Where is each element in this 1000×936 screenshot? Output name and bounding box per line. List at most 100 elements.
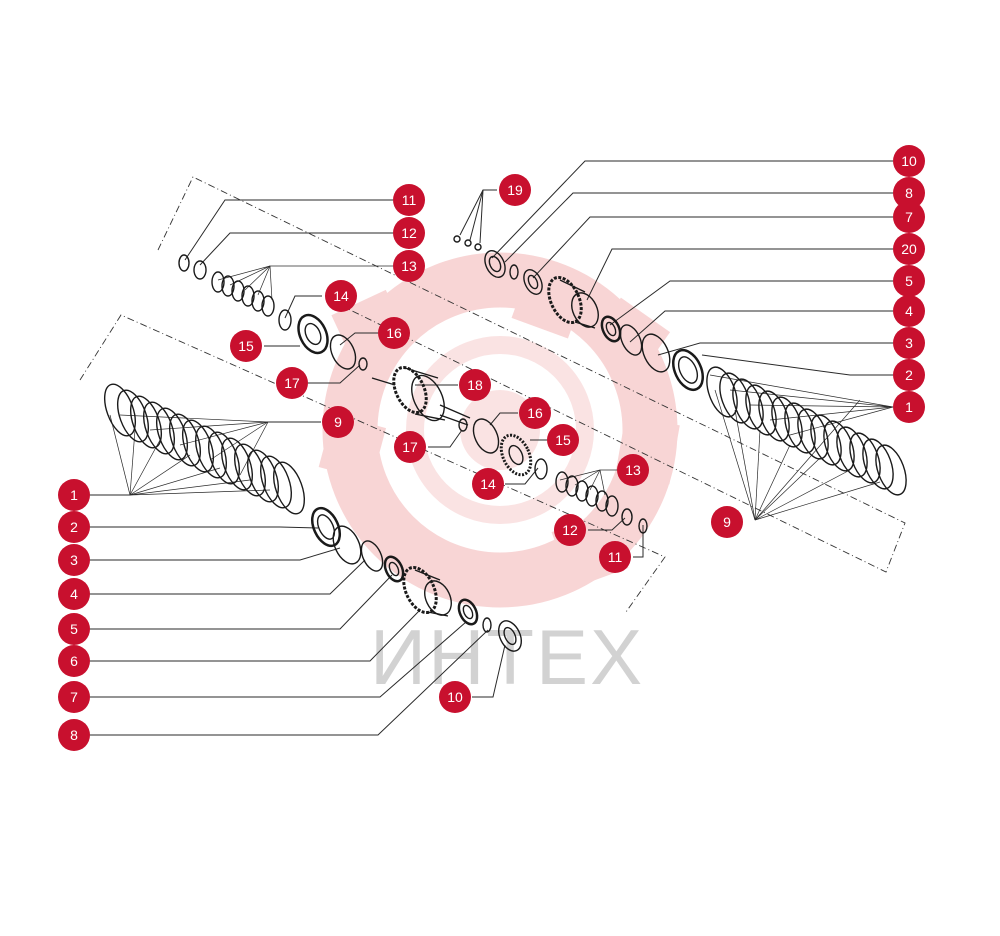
callout-label: 4: [905, 303, 913, 319]
ring-part-17-top: [358, 357, 368, 371]
watermark-text: ИНТЕХ: [370, 613, 644, 701]
callout-c-r20: 20: [893, 233, 925, 265]
callout-c-14a: 14: [325, 280, 357, 312]
callout-badge: [393, 184, 425, 216]
callout-badge: [893, 145, 925, 177]
callout-label: 12: [562, 522, 578, 538]
spring-pack-right: [706, 366, 907, 496]
callout-label: 9: [334, 414, 342, 430]
callout-badge: [893, 391, 925, 423]
callout-c-r1: 1: [893, 391, 925, 423]
callout-badge: [394, 431, 426, 463]
seal-rings-part-13-mid: [555, 471, 619, 517]
bearing-part-10-bottom: [497, 620, 523, 652]
ring-part-8-bottom: [482, 617, 492, 633]
callout-badge: [599, 541, 631, 573]
callout-badge: [439, 681, 471, 713]
gear-part-20: [547, 275, 599, 329]
callout-badge: [547, 424, 579, 456]
callout-c-18: 18: [459, 369, 491, 401]
callout-c-l7: 7: [58, 681, 90, 713]
leader-lines: [90, 160, 894, 736]
callout-badge: [276, 367, 308, 399]
callout-badge: [378, 317, 410, 349]
callout-c-17a: 17: [276, 367, 308, 399]
callout-c-r5: 5: [893, 265, 925, 297]
callout-label: 17: [284, 375, 300, 391]
callout-label: 18: [467, 377, 483, 393]
ring-part-4-top: [619, 324, 643, 356]
ring-part-4-bottom: [360, 540, 384, 572]
callout-badge: [711, 506, 743, 538]
callout-badge: [393, 217, 425, 249]
callout-label: 7: [70, 689, 78, 705]
callout-badge: [893, 177, 925, 209]
spring-pack-left: [103, 383, 306, 515]
callout-c-16b: 16: [519, 397, 551, 429]
callout-label: 8: [70, 727, 78, 743]
callout-c-12a: 12: [393, 217, 425, 249]
callout-c-l3: 3: [58, 544, 90, 576]
callout-label: 16: [386, 325, 402, 341]
callout-label: 11: [608, 549, 623, 565]
callout-c-l8: 8: [58, 719, 90, 751]
bearing-part-7-top: [523, 269, 543, 295]
dash-box-bottom: [79, 314, 666, 613]
callout-badge: [58, 511, 90, 543]
ring-part-12-top: [193, 260, 207, 280]
callout-label: 1: [70, 487, 78, 503]
callout-label: 1: [905, 399, 913, 415]
callout-badge: [322, 406, 354, 438]
callout-label: 20: [901, 241, 917, 257]
callout-badge: [58, 479, 90, 511]
bearing-part-15-top: [297, 313, 329, 355]
callout-c-11b: 11: [599, 541, 631, 573]
callout-c-11a: 11: [393, 184, 425, 216]
callout-badge: [58, 578, 90, 610]
plate-part-2-top: [671, 348, 705, 392]
callout-badge: [393, 250, 425, 282]
callout-label: 7: [905, 209, 913, 225]
callout-label: 11: [402, 192, 417, 208]
callout-label: 14: [333, 288, 349, 304]
ring-part-14-top: [278, 309, 292, 331]
callout-c-9l: 9: [322, 406, 354, 438]
callout-label: 5: [905, 273, 913, 289]
callout-label: 16: [527, 405, 543, 421]
ring-part-3-top: [641, 333, 671, 373]
callout-c-r7: 7: [893, 201, 925, 233]
callout-c-15b: 15: [547, 424, 579, 456]
callout-c-13b: 13: [617, 454, 649, 486]
callout-badge: [325, 280, 357, 312]
callout-badge: [893, 295, 925, 327]
bearing-part-5-bottom: [383, 555, 405, 583]
ring-part-8-top: [509, 264, 519, 280]
ring-part-17-mid: [458, 418, 468, 432]
callout-c-14b: 14: [472, 468, 504, 500]
callout-label: 15: [555, 432, 571, 448]
callout-label: 19: [507, 182, 523, 198]
callout-badge: [893, 201, 925, 233]
callout-label: 6: [70, 653, 78, 669]
callout-c-l4: 4: [58, 578, 90, 610]
callout-label: 3: [905, 335, 913, 351]
callout-badge: [893, 233, 925, 265]
callout-c-19: 19: [499, 174, 531, 206]
callout-label: 17: [402, 439, 418, 455]
callout-label: 10: [901, 153, 917, 169]
callout-c-12b: 12: [554, 514, 586, 546]
callout-badge: [58, 681, 90, 713]
callout-badge: [472, 468, 504, 500]
callout-c-l5: 5: [58, 613, 90, 645]
callout-c-r2: 2: [893, 359, 925, 391]
ring-part-14-mid: [534, 458, 548, 480]
seal-rings-part-13-top: [211, 271, 275, 317]
callout-badge: [58, 613, 90, 645]
gear-logo-icon: [318, 252, 680, 608]
ring-part-12-mid: [621, 508, 633, 526]
o-ring-part-16-mid: [472, 418, 500, 454]
callout-badge: [58, 645, 90, 677]
callout-c-r4: 4: [893, 295, 925, 327]
callout-c-l2: 2: [58, 511, 90, 543]
